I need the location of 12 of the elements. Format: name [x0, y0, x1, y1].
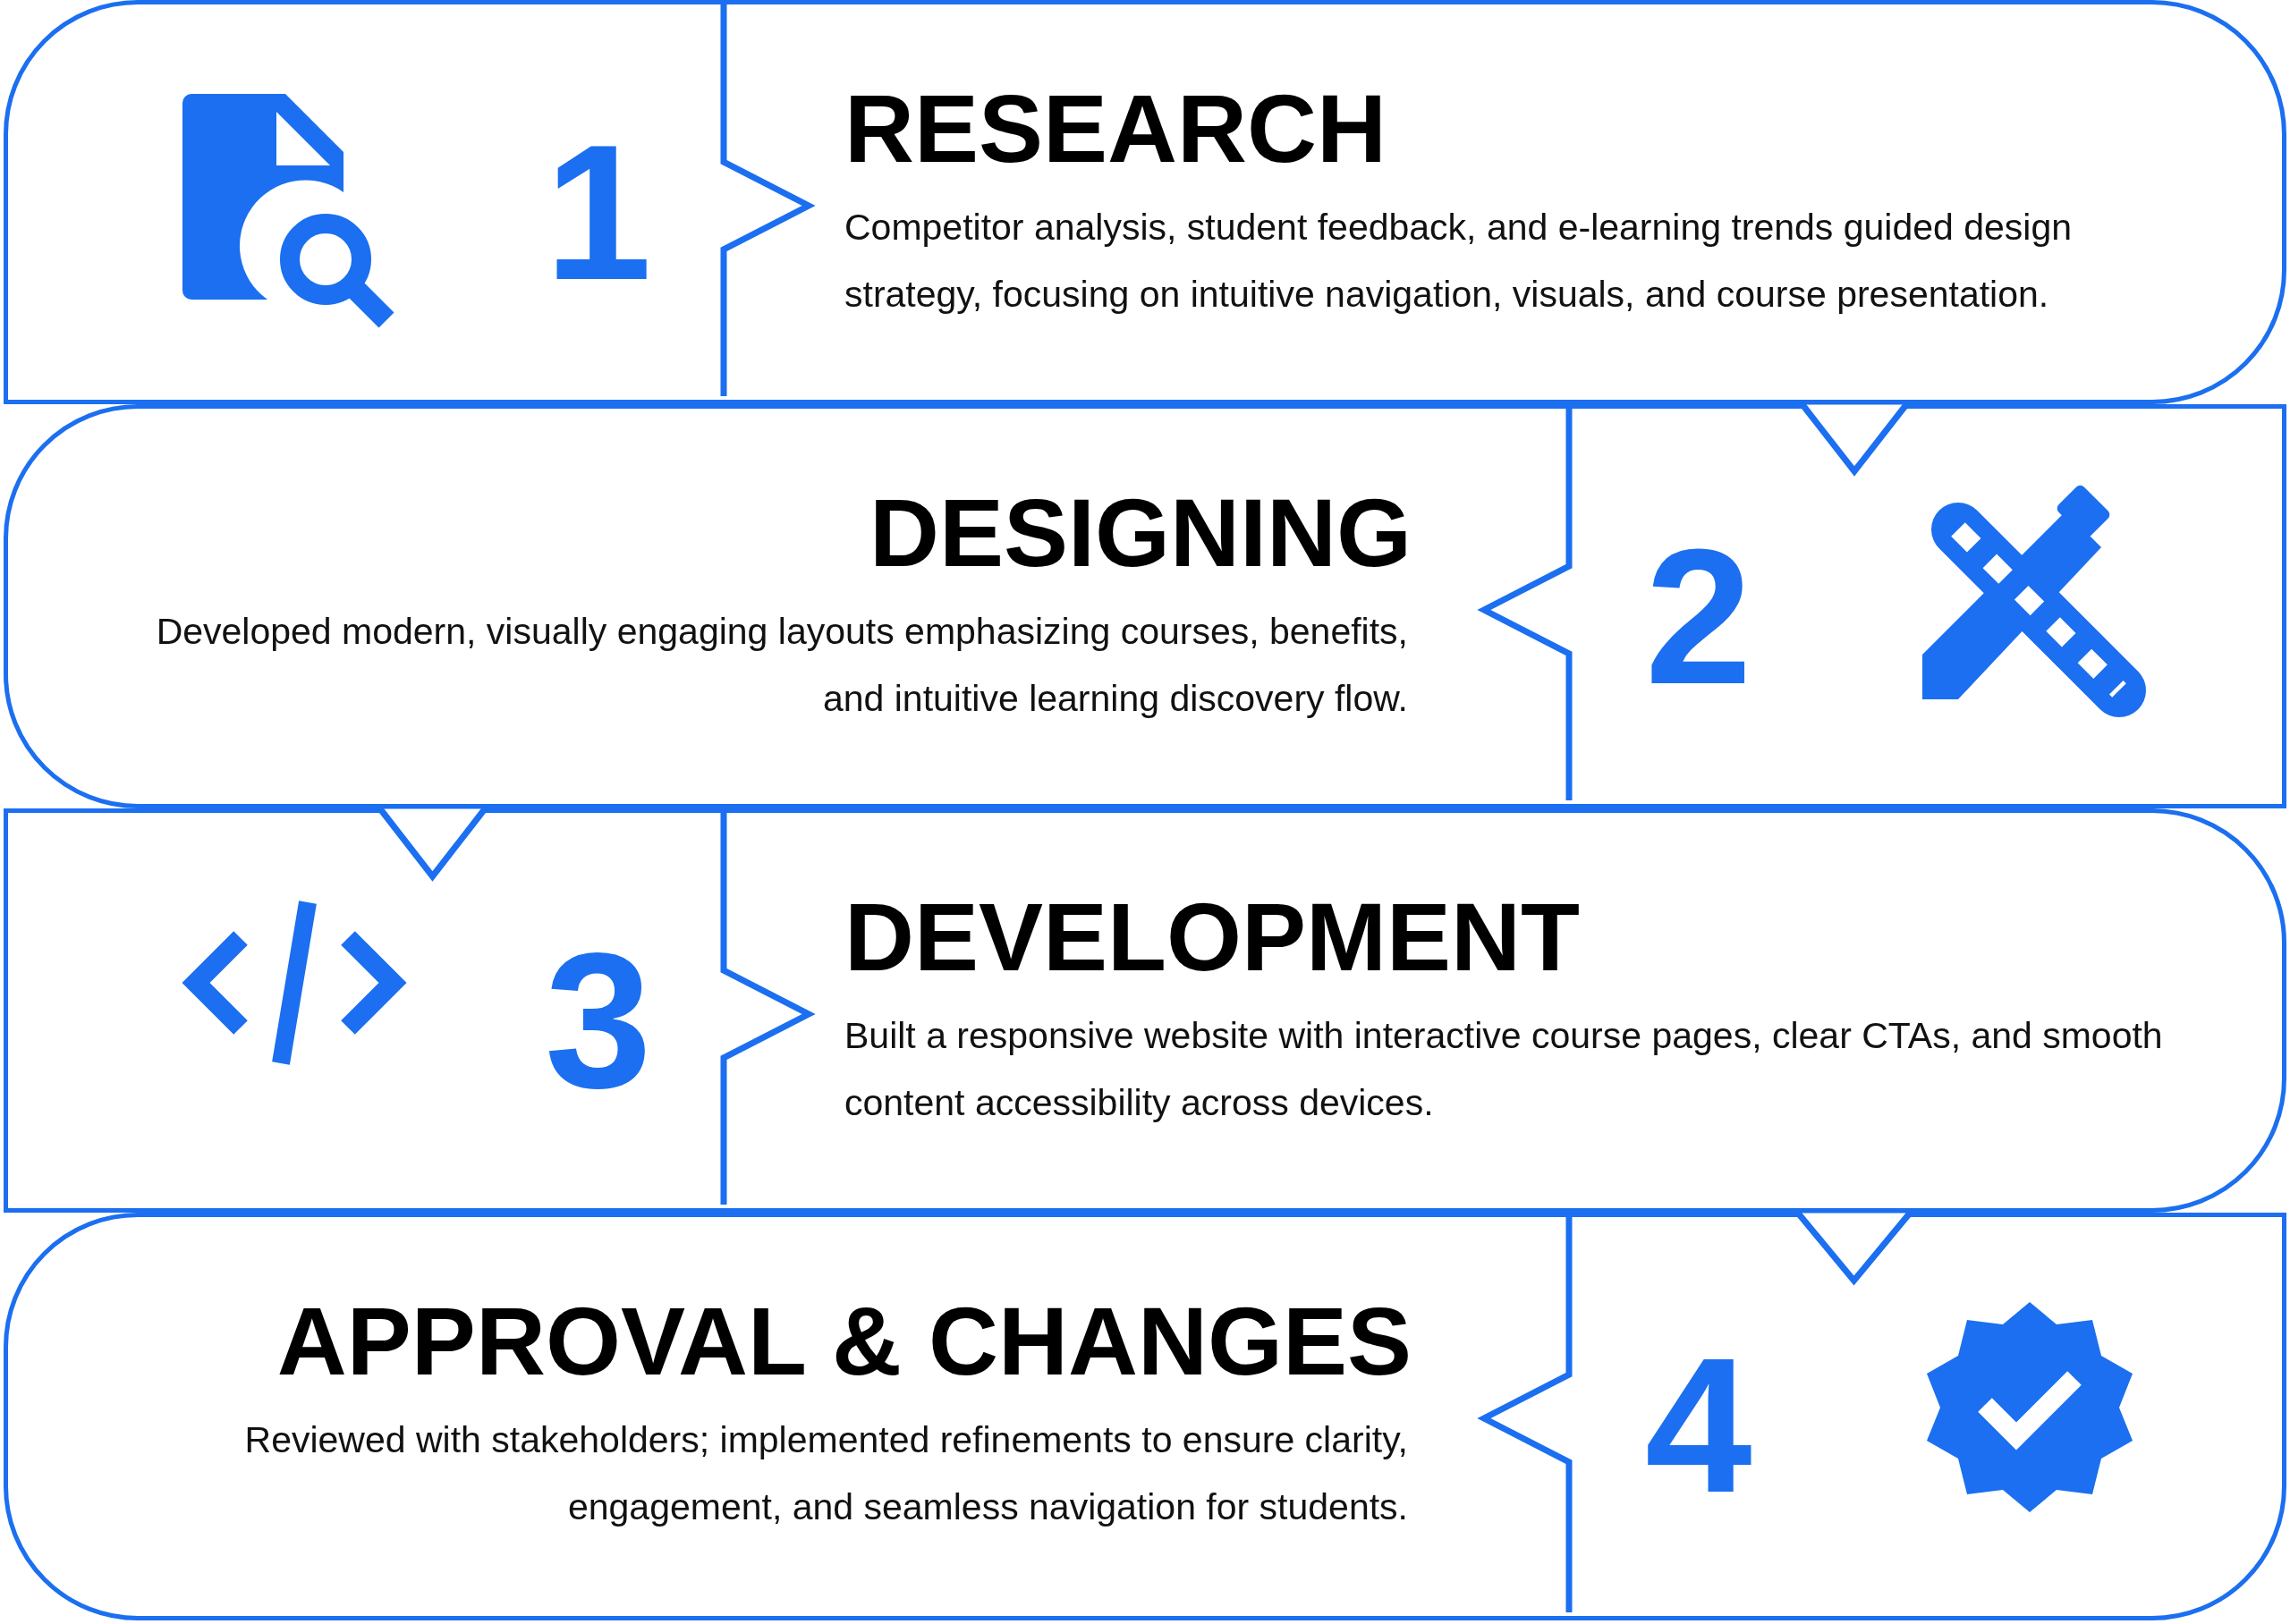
step-heading: DESIGNING [869, 485, 1412, 581]
step-description: Developed modern, visually engaging layouts emphasizing courses, benefits, and intuitive learning discovery flow. [155, 610, 1408, 721]
step-heading: DEVELOPMENT [844, 889, 1581, 985]
step-heading: APPROVAL & CHANGES [276, 1293, 1412, 1390]
step-number: 1 [545, 116, 652, 309]
step-heading: RESEARCH [844, 80, 1387, 177]
step-number: 2 [1645, 520, 1752, 713]
step-number: 4 [1645, 1329, 1752, 1521]
step-description: Built a responsive website with interactive course pages, clear CTAs, and smooth content accessibility across devices. [844, 1014, 2164, 1125]
step-number: 3 [545, 925, 652, 1117]
step-description: Competitor analysis, student feedback, and e-learning trends guided design strategy, focusing on intuitive navigation, visuals, and course presentation. [844, 206, 2074, 317]
step-description: Reviewed with stakeholders; implemented refinements to ensure clarity, engagement, and seamless navigation for students. [243, 1418, 1408, 1529]
